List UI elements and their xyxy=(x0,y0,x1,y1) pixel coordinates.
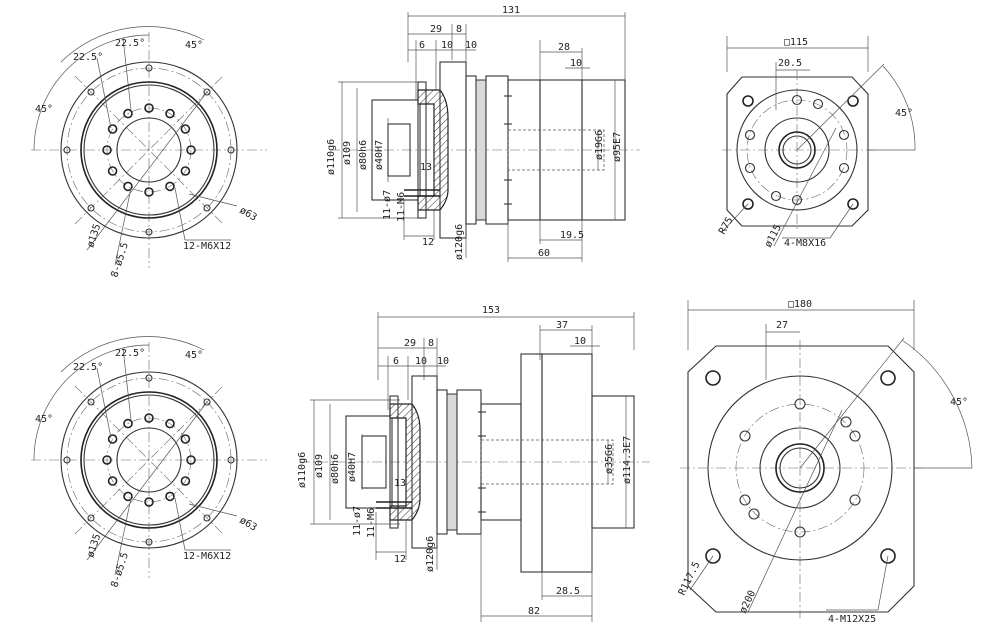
dim-square: □180 xyxy=(788,299,812,310)
dim-angle: 45° xyxy=(895,108,913,119)
dim-120: ø120g6 xyxy=(454,224,465,260)
label-angle-c: 45° xyxy=(185,350,203,361)
dim-10b: 10 xyxy=(465,40,477,51)
dim-total: 153 xyxy=(482,305,500,316)
label-angle-c: 45° xyxy=(185,40,203,51)
dim-13: 13 xyxy=(394,478,406,489)
label-angle-a: 22.5° xyxy=(115,38,145,49)
dim-13: 13 xyxy=(420,162,432,173)
dim-19-5: 19.5 xyxy=(560,230,584,241)
dim-37: 37 xyxy=(556,320,568,331)
dim-12: 12 xyxy=(394,554,406,565)
dim-7: 11-ø7 xyxy=(382,190,393,220)
dim-19: ø19G6 xyxy=(594,130,605,160)
label-thread: 12-M6X12 xyxy=(183,551,231,562)
side-view-bottom: 153 29 8 6 10 10 37 10 ø110g6 ø109 ø80h6… xyxy=(297,305,650,622)
square-flange-view-top: □115 20.5 45° R75 ø115 4-M8X16 xyxy=(717,36,916,249)
dim-7: 11-ø7 xyxy=(352,506,363,536)
dim-6: 6 xyxy=(419,40,425,51)
dim-radius: R117.5 xyxy=(677,560,703,597)
dim-60: 60 xyxy=(538,248,550,259)
dim-m6: 11-M6 xyxy=(396,192,407,222)
label-holes: 8-ø5.5 xyxy=(109,241,131,279)
dim-109: ø109 xyxy=(314,454,325,478)
dim-80: ø80h6 xyxy=(358,140,369,170)
label-angle-d: 45° xyxy=(35,104,53,115)
dim-29: 29 xyxy=(404,338,416,349)
dim-28-5: 28.5 xyxy=(556,586,580,597)
dim-8: 8 xyxy=(456,24,462,35)
dim-offset: 20.5 xyxy=(778,58,802,69)
dim-10a: 10 xyxy=(441,40,453,51)
label-dia-outer: ø135 xyxy=(85,223,103,249)
dim-offset: 27 xyxy=(776,320,788,331)
label-angle-b: 22.5° xyxy=(73,52,103,63)
dim-10b: 10 xyxy=(437,356,449,367)
dim-114: ø114.3E7 xyxy=(622,436,633,484)
dim-82: 82 xyxy=(528,606,540,617)
dim-28: 28 xyxy=(558,42,570,53)
label-dia-inner: ø63 xyxy=(238,515,259,534)
dim-110: ø110g6 xyxy=(326,139,337,175)
dim-10a: 10 xyxy=(415,356,427,367)
dim-radius: R75 xyxy=(717,215,736,236)
dim-109: ø109 xyxy=(342,141,353,165)
dim-10c: 10 xyxy=(574,336,586,347)
side-view-top: 131 29 8 6 10 10 28 10 ø110g6 ø109 ø80h6… xyxy=(326,5,640,262)
dim-10c: 10 xyxy=(570,58,582,69)
label-angle-b: 22.5° xyxy=(73,362,103,373)
dim-12: 12 xyxy=(422,237,434,248)
dim-35: ø35G6 xyxy=(604,444,615,474)
label-angle-a: 22.5° xyxy=(115,348,145,359)
label-dia-inner: ø63 xyxy=(238,205,259,224)
dim-80: ø80h6 xyxy=(330,454,341,484)
dim-95: ø95E7 xyxy=(612,132,623,162)
dim-angle: 45° xyxy=(950,397,968,408)
flange-front-view-top: 22.5° 22.5° 45° 45° ø135 8-ø5.5 12-M6X12… xyxy=(31,26,267,279)
dim-thread: 4-M12X25 xyxy=(828,614,876,625)
label-dia-outer: ø135 xyxy=(85,533,103,559)
dim-29: 29 xyxy=(430,24,442,35)
label-angle-d: 45° xyxy=(35,414,53,425)
dim-40: ø40H7 xyxy=(374,140,385,170)
dim-m6: 11-M6 xyxy=(366,508,377,538)
dim-8: 8 xyxy=(428,338,434,349)
dim-square: □115 xyxy=(784,37,808,48)
square-flange-view-bottom: □180 27 45° R117.5 ø200 4-M12X25 xyxy=(677,299,973,625)
dim-dia: ø200 xyxy=(738,589,758,615)
flange-front-view-bottom: 22.5° 22.5° 45° 45° ø135 8-ø5.5 12-M6X12… xyxy=(31,336,267,589)
dim-120: ø120g6 xyxy=(425,536,436,572)
dim-dia: ø115 xyxy=(763,223,784,249)
dim-40: ø40H7 xyxy=(347,452,358,482)
label-holes: 8-ø5.5 xyxy=(109,551,131,589)
dim-total: 131 xyxy=(502,5,520,16)
dim-110: ø110g6 xyxy=(297,452,308,488)
dim-6: 6 xyxy=(393,356,399,367)
label-thread: 12-M6X12 xyxy=(183,241,231,252)
dim-thread: 4-M8X16 xyxy=(784,238,826,249)
